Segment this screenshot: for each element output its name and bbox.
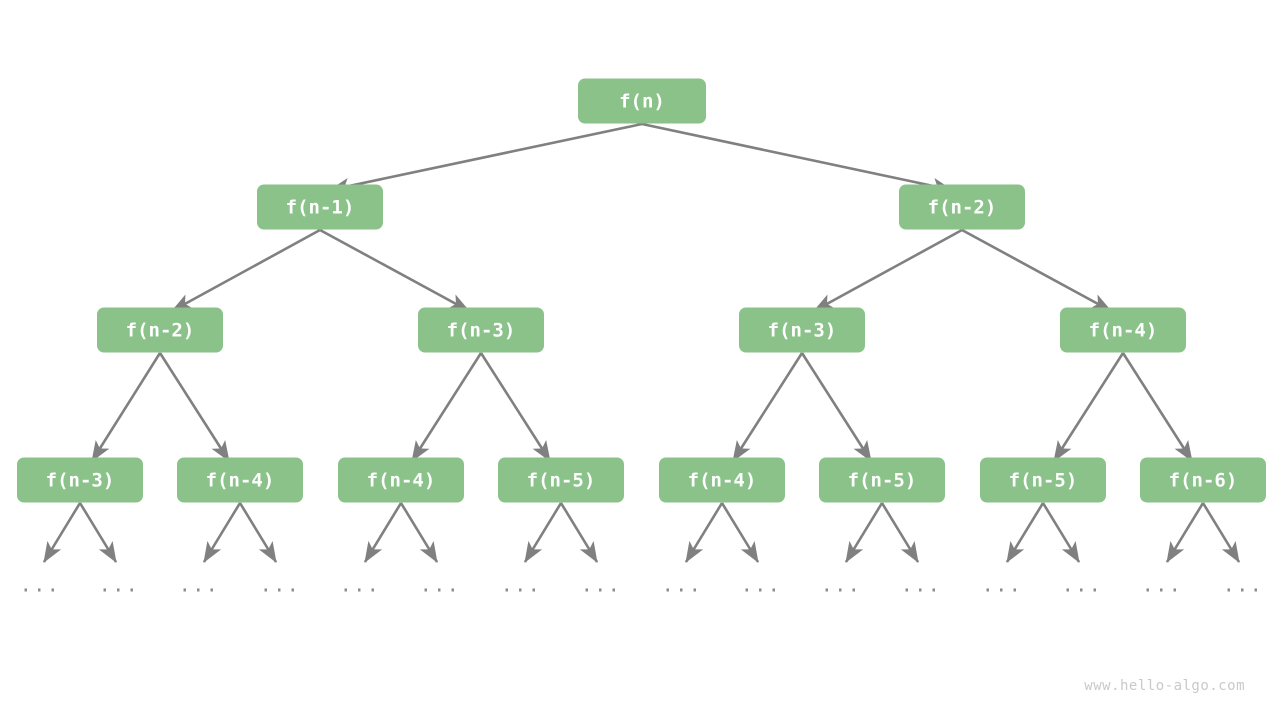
tree-edge: [813, 228, 963, 313]
ellipsis-label: ...: [1142, 573, 1183, 597]
ellipsis-label: ...: [20, 573, 61, 597]
tree-edge: [523, 502, 563, 563]
node-box: [97, 307, 223, 353]
tree-edge: [1005, 502, 1045, 563]
tree-edge: [800, 352, 873, 462]
tree-edge: [559, 502, 599, 563]
ellipsis-label: ...: [1062, 573, 1103, 597]
node-label: f(n-5): [527, 470, 596, 492]
tree-node[interactable]: f(n-1): [257, 184, 383, 230]
tree-node[interactable]: f(n-4): [1060, 307, 1186, 353]
ellipsis-label: ...: [581, 573, 622, 597]
tree-edge: [1165, 502, 1205, 563]
tree-edge: [1052, 352, 1125, 462]
tree-edge: [42, 502, 82, 563]
node-label: f(n-3): [768, 320, 837, 342]
tree-edge: [78, 502, 118, 563]
tree-edge: [1121, 352, 1194, 462]
ellipsis-label: ...: [662, 573, 703, 597]
node-box: [578, 78, 706, 124]
tree-edge: [731, 352, 804, 462]
ellipsis-label: ...: [179, 573, 220, 597]
tree-edge: [363, 502, 403, 563]
tree-edge: [479, 352, 552, 462]
node-label: f(n-1): [286, 197, 355, 219]
tree-node[interactable]: f(n): [578, 78, 706, 124]
nodes-layer: f(n) f(n-1) f(n-2) f(n-2) f(n-3) f(n-3) f(n-4)…: [17, 78, 1266, 503]
node-label: f(n-4): [688, 470, 757, 492]
ellipsis-label: ...: [99, 573, 140, 597]
node-box: [338, 457, 464, 503]
node-box: [257, 184, 383, 230]
tree-edge: [399, 502, 439, 563]
tree-node[interactable]: f(n-5): [498, 457, 624, 503]
tree-node[interactable]: f(n-6): [1140, 457, 1266, 503]
node-box: [899, 184, 1025, 230]
node-label: f(n-5): [848, 470, 917, 492]
ellipsis-label: ...: [982, 573, 1023, 597]
tree-edge: [1201, 502, 1241, 563]
tree-node[interactable]: f(n-5): [980, 457, 1106, 503]
tree-node[interactable]: f(n-4): [659, 457, 785, 503]
watermark-label: www.hello-algo.com: [1084, 678, 1245, 694]
node-box: [418, 307, 544, 353]
ellipsis-label: ...: [741, 573, 782, 597]
ellipses-layer: ........................................…: [20, 573, 1264, 597]
node-box: [498, 457, 624, 503]
node-label: f(n-4): [1089, 320, 1158, 342]
tree-node[interactable]: f(n-2): [899, 184, 1025, 230]
node-box: [980, 457, 1106, 503]
tree-node[interactable]: f(n-3): [17, 457, 143, 503]
node-box: [17, 457, 143, 503]
tree-node[interactable]: f(n-4): [177, 457, 303, 503]
tree-edge: [171, 228, 321, 313]
tree-edge: [410, 352, 483, 462]
node-box: [819, 457, 945, 503]
ellipsis-label: ...: [340, 573, 381, 597]
ellipsis-label: ...: [420, 573, 461, 597]
tree-edge: [1041, 502, 1081, 563]
node-box: [1140, 457, 1266, 503]
edges-layer: [42, 122, 1241, 563]
tree-edge: [684, 502, 724, 563]
tree-edge: [328, 122, 643, 194]
ellipsis-label: ...: [501, 573, 542, 597]
tree-node[interactable]: f(n-5): [819, 457, 945, 503]
node-label: f(n): [619, 91, 665, 113]
node-label: f(n-2): [126, 320, 195, 342]
ellipsis-label: ...: [901, 573, 942, 597]
node-label: f(n-4): [367, 470, 436, 492]
node-label: f(n-3): [46, 470, 115, 492]
node-box: [739, 307, 865, 353]
tree-node[interactable]: f(n-3): [418, 307, 544, 353]
node-label: f(n-6): [1169, 470, 1238, 492]
tree-node[interactable]: f(n-4): [338, 457, 464, 503]
tree-edge: [158, 352, 231, 462]
node-label: f(n-4): [206, 470, 275, 492]
node-label: f(n-3): [447, 320, 516, 342]
ellipsis-label: ...: [821, 573, 862, 597]
tree-edge: [238, 502, 278, 563]
node-label: f(n-5): [1009, 470, 1078, 492]
tree-node[interactable]: f(n-3): [739, 307, 865, 353]
tree-edge: [720, 502, 760, 563]
ellipsis-label: ...: [260, 573, 301, 597]
tree-edge: [961, 228, 1112, 313]
node-label: f(n-2): [928, 197, 997, 219]
tree-node[interactable]: f(n-2): [97, 307, 223, 353]
tree-edge: [880, 502, 920, 563]
node-box: [659, 457, 785, 503]
node-box: [177, 457, 303, 503]
tree-edge: [844, 502, 884, 563]
tree-edge: [641, 122, 954, 194]
ellipsis-label: ...: [1223, 573, 1264, 597]
tree-edge: [202, 502, 242, 563]
tree-edge: [90, 352, 162, 462]
tree-edge: [319, 228, 470, 313]
node-box: [1060, 307, 1186, 353]
